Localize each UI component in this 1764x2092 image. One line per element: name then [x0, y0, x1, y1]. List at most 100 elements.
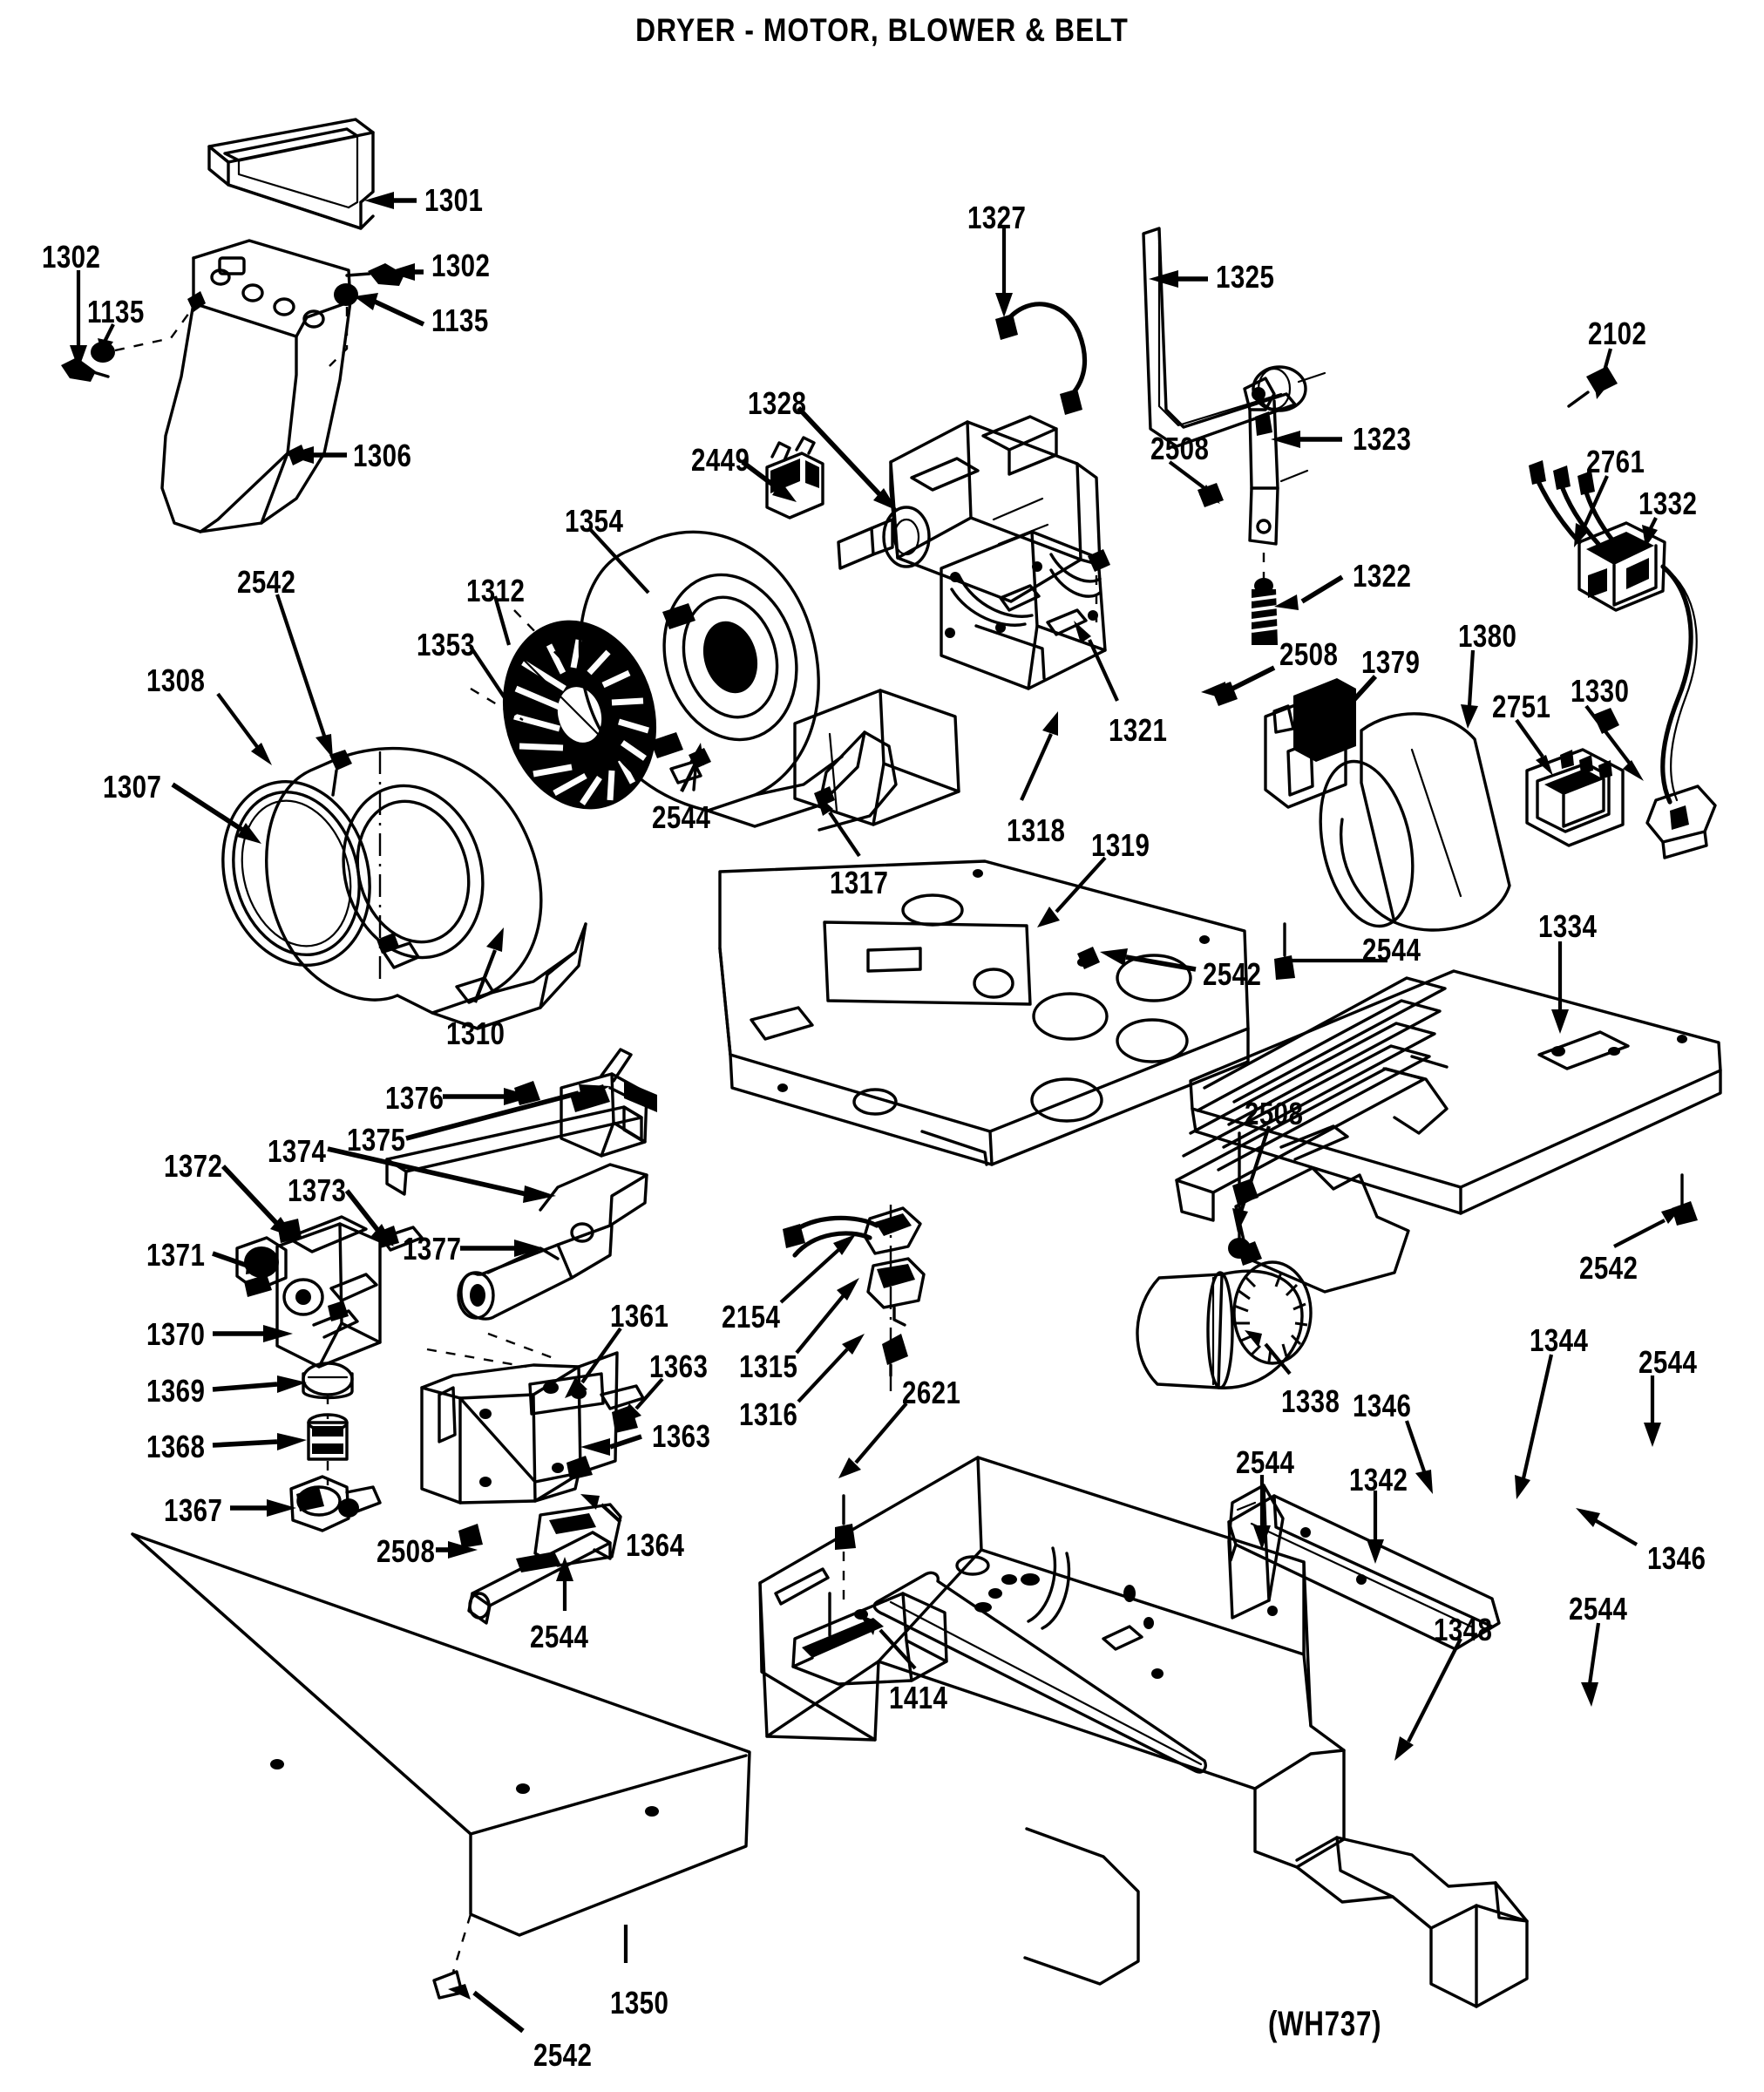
part-2761-terminal-block — [1529, 460, 1617, 547]
callout-1322: 1322 — [1353, 558, 1412, 594]
part-2154-wire-harness — [783, 1206, 922, 1258]
callout-1323: 1323 — [1353, 421, 1412, 457]
callout-2508-idler: 2508 — [1150, 431, 1210, 466]
callout-1346-lower: 1346 — [1647, 1540, 1706, 1576]
part-1350-front-panel — [131, 1532, 751, 2000]
callout-1318: 1318 — [1007, 812, 1066, 848]
callout-2542-blower: 2542 — [237, 564, 296, 600]
part-2449-connector — [765, 436, 824, 520]
callout-2544-bracket: 2544 — [1638, 1344, 1698, 1380]
callout-2544-rear-foot: 2544 — [1569, 1591, 1628, 1627]
part-2508-clip-idler — [458, 1524, 483, 1548]
callout-1361: 1361 — [610, 1298, 669, 1334]
part-1380-capacitor — [1319, 712, 1511, 932]
callout-1414: 1414 — [889, 1680, 948, 1715]
part-1377-tension-roller — [457, 1163, 648, 1321]
callout-2542-panel: 2542 — [1203, 956, 1262, 992]
part-2751-terminal-switch — [1525, 748, 1625, 847]
callout-1328: 1328 — [748, 385, 807, 421]
callout-1334: 1334 — [1538, 908, 1598, 944]
callout-1363-lower: 1363 — [652, 1418, 711, 1454]
part-1306-lint-duct — [160, 239, 352, 533]
part-1322-idler-spring — [1251, 553, 1279, 645]
callout-1374: 1374 — [268, 1133, 327, 1169]
callout-2449: 2449 — [691, 442, 750, 478]
callout-1319: 1319 — [1091, 827, 1150, 863]
callout-2154: 2154 — [722, 1299, 781, 1335]
part-1328-drive-motor — [837, 415, 1102, 603]
part-1316-screw — [882, 1334, 908, 1377]
callout-1308: 1308 — [146, 662, 206, 698]
part-2542-screw-rear — [1672, 1173, 1698, 1226]
part-1375-pin — [600, 1048, 633, 1083]
part-1363-screw-b — [567, 1456, 593, 1480]
part-2102-screw — [1567, 366, 1618, 408]
part-base-frame — [758, 1456, 1529, 2008]
part-1330-power-cord — [1593, 564, 1717, 859]
callout-1372: 1372 — [164, 1148, 223, 1184]
callout-1371: 1371 — [146, 1237, 206, 1273]
callout-1376: 1376 — [385, 1080, 444, 1116]
callout-1364: 1364 — [626, 1527, 685, 1563]
callout-2544-idler: 2544 — [530, 1619, 589, 1654]
part-1318-motor-bracket — [940, 530, 1110, 690]
callout-2508-capacitor: 2508 — [1279, 636, 1339, 672]
callout-2102: 2102 — [1588, 316, 1647, 351]
callout-2761: 2761 — [1586, 444, 1645, 479]
callout-1301: 1301 — [424, 182, 484, 218]
callout-1321: 1321 — [1109, 712, 1168, 748]
callout-1353: 1353 — [417, 627, 476, 662]
part-1302-screw-right — [345, 263, 404, 286]
part-1307-blower-seal — [221, 779, 371, 968]
callout-1332: 1332 — [1638, 486, 1698, 521]
callout-1327: 1327 — [967, 200, 1027, 235]
callout-1348: 1348 — [1434, 1612, 1493, 1647]
callout-2544-frame: 2544 — [1236, 1444, 1295, 1480]
callout-1344: 1344 — [1530, 1322, 1589, 1358]
callout-1315: 1315 — [739, 1348, 798, 1384]
callout-1380: 1380 — [1458, 618, 1517, 654]
callout-1350: 1350 — [610, 1985, 669, 2021]
part-1368-bushing — [307, 1413, 349, 1461]
callout-1377: 1377 — [403, 1231, 462, 1267]
part-1323-idler-arm — [1243, 365, 1326, 546]
part-1361-bracket — [420, 1332, 645, 1504]
part-1327-jumper-wire — [995, 302, 1088, 415]
callout-1370: 1370 — [146, 1316, 206, 1352]
callout-1317: 1317 — [830, 865, 889, 900]
part-1301-filter-frame — [207, 118, 375, 230]
leader-lines — [70, 192, 1684, 2034]
part-1354-blower-cover — [578, 530, 898, 832]
callout-1369: 1369 — [146, 1373, 206, 1409]
part-2542-screw-panel — [1077, 947, 1100, 969]
callout-1354: 1354 — [565, 503, 624, 539]
part-heater-coil-assembly — [1175, 976, 1449, 1294]
callout-1379: 1379 — [1361, 644, 1421, 680]
part-2621-screw — [835, 1494, 856, 1600]
part-2542-screw-blower — [329, 750, 352, 797]
part-1310-blower-housing — [265, 746, 587, 1030]
callout-2751: 2751 — [1492, 689, 1551, 724]
part-1332-plug-connector — [1577, 521, 1666, 612]
callout-1135-right: 1135 — [431, 302, 489, 338]
page-title: DRYER - MOTOR, BLOWER & BELT — [635, 12, 1129, 48]
part-1315-thermostat — [866, 1257, 926, 1327]
callout-1338: 1338 — [1281, 1383, 1340, 1419]
callout-1373: 1373 — [288, 1172, 347, 1208]
callout-1330: 1330 — [1571, 673, 1630, 709]
callout-1346-upper: 1346 — [1353, 1388, 1412, 1423]
callout-1368: 1368 — [146, 1429, 206, 1464]
part-1317-outlet-duct — [793, 689, 960, 826]
callout-1307: 1307 — [103, 769, 162, 805]
callout-1302-left: 1302 — [42, 239, 101, 275]
part-2544-screw-panel — [1274, 922, 1295, 980]
part-1312-blower-wheel — [502, 620, 657, 810]
callout-1306: 1306 — [353, 438, 412, 473]
part-1135-washer-right — [334, 283, 358, 306]
part-1370-switch-body — [275, 1215, 382, 1369]
sheet-code: (WH737) — [1268, 2005, 1382, 2043]
callout-2508-heater: 2508 — [1245, 1096, 1304, 1131]
callout-1302-right: 1302 — [431, 248, 491, 283]
callout-2542-front-panel: 2542 — [533, 2037, 593, 2073]
